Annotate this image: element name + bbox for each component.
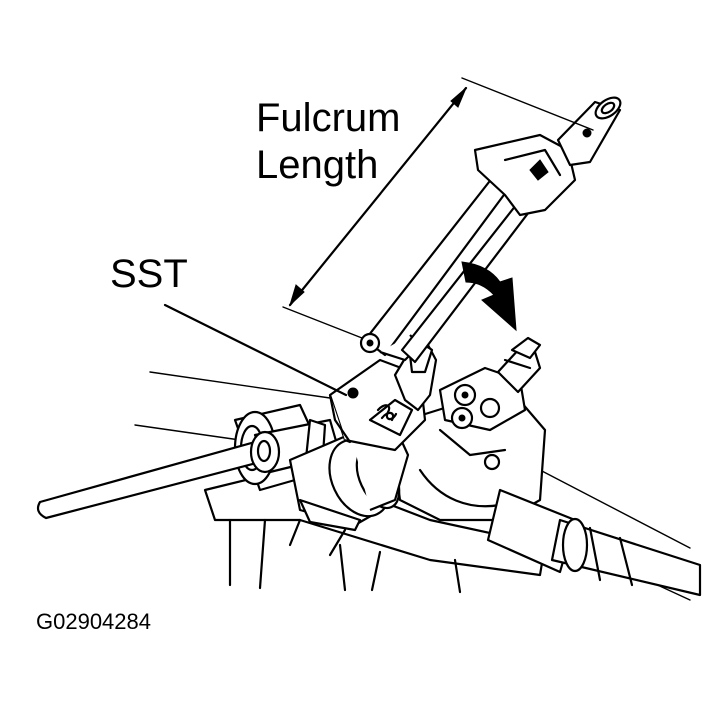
- fulcrum-dimension: [282, 77, 594, 339]
- fulcrum-label-line2: Length: [256, 143, 379, 187]
- sst-label: SST: [110, 252, 188, 296]
- figure-code: G02904284: [36, 609, 151, 634]
- rotation-arrow: [461, 261, 517, 332]
- sst-leader-line: [163, 303, 348, 397]
- torque-wrench: [359, 96, 622, 364]
- sst-tool: [328, 343, 438, 452]
- fulcrum-label-line1: Fulcrum: [256, 96, 401, 140]
